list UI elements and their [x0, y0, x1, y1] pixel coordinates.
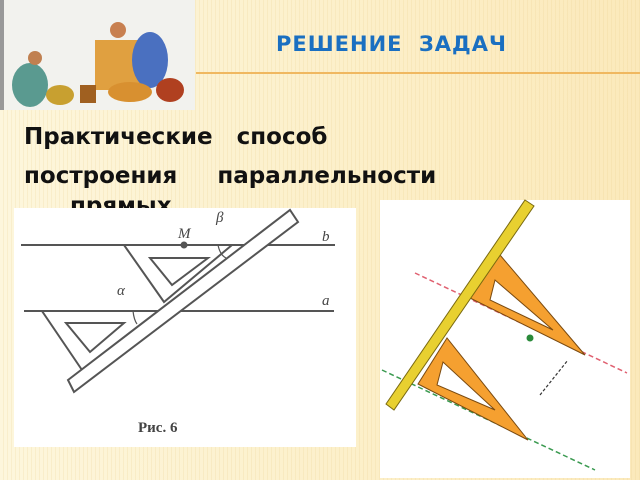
point-m: [180, 241, 188, 249]
slide-title: РЕШЕНИЕ ЗАДАЧ: [276, 32, 507, 56]
ancient-scene-illustration: [0, 0, 195, 110]
label-alpha: α: [117, 283, 126, 299]
lower-orange-set-square: [417, 337, 529, 441]
title-divider: [196, 72, 640, 74]
green-point: [526, 334, 534, 342]
ruler: [66, 208, 300, 394]
label-beta: β: [215, 210, 224, 226]
label-a: a: [322, 293, 330, 309]
green-dashed-line: [381, 369, 596, 471]
angle-beta-arc: [217, 244, 227, 259]
yellow-ruler: [385, 199, 535, 411]
label-b: b: [322, 229, 330, 245]
figure-left: [21, 208, 335, 394]
distance-arrow: [539, 359, 569, 396]
body-text-line2: построения параллельности: [24, 163, 437, 189]
upper-set-square-hole: [147, 257, 211, 287]
lower-set-square-hole: [63, 322, 127, 354]
red-dashed-line: [414, 272, 628, 374]
figure-right: [381, 199, 628, 471]
body-text-line1: Практические способ: [24, 124, 328, 150]
figure-caption: Рис. 6: [138, 420, 178, 436]
angle-alpha-arc: [132, 310, 138, 325]
label-m: M: [177, 226, 192, 242]
